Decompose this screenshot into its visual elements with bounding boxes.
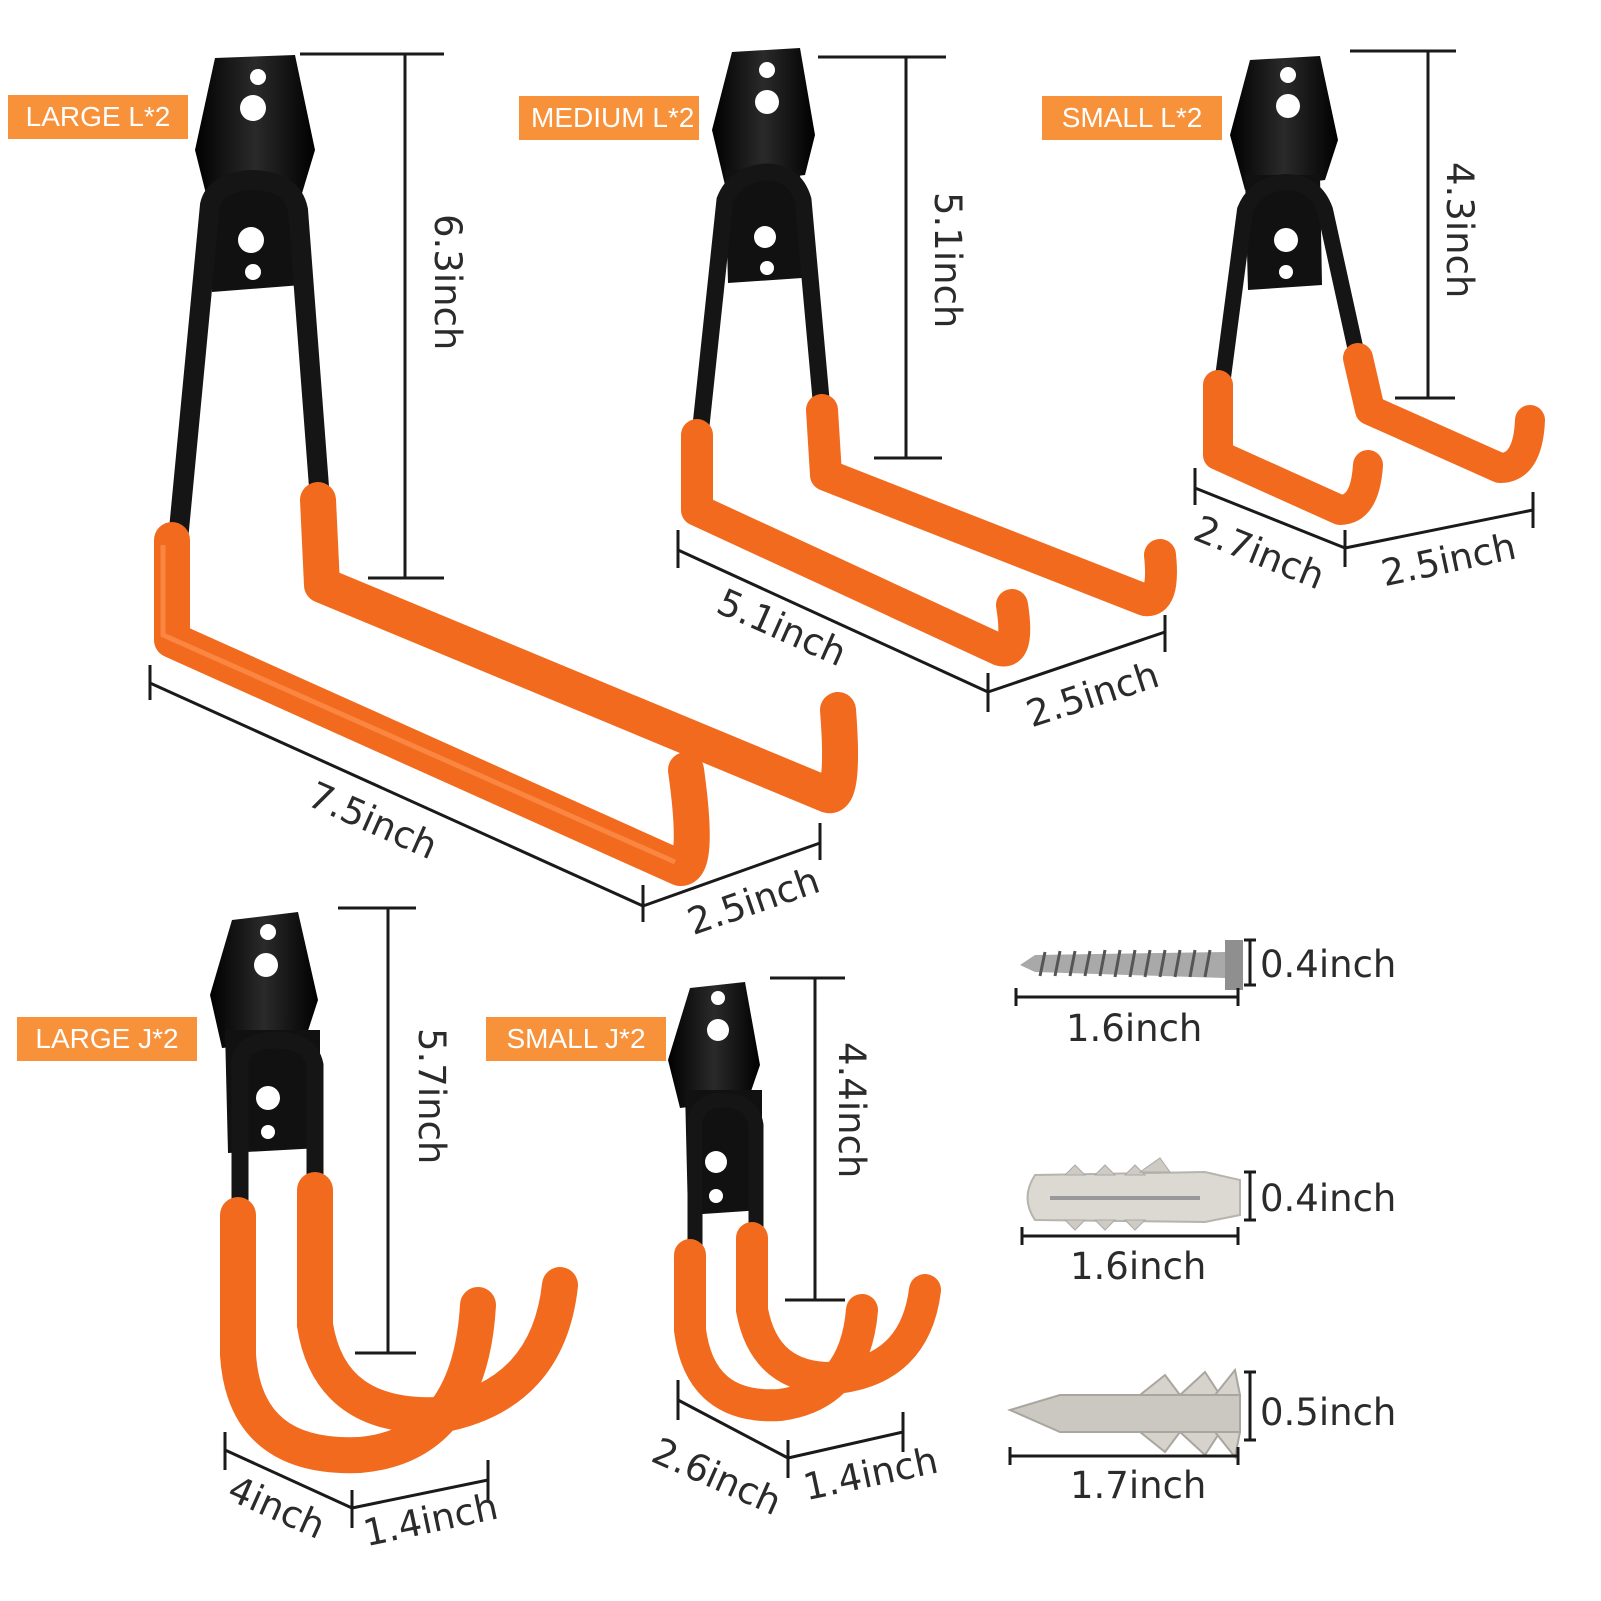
small-j-height: 4.4inch (830, 1042, 873, 1179)
screw-length: 1.6inch (1066, 1007, 1203, 1050)
large-j-height: 5.7inch (410, 1028, 453, 1165)
medium-l-hook (681, 48, 1177, 667)
drywall-anchor-diameter: 0.5inch (1260, 1391, 1397, 1434)
drywall-anchor-icon (1007, 1367, 1242, 1460)
drywall-anchor-length: 1.7inch (1070, 1464, 1207, 1507)
small-l-height: 4.3inch (1438, 162, 1481, 299)
large-l-height: 6.3inch (426, 214, 469, 351)
screw-diameter: 0.4inch (1260, 943, 1397, 986)
small-j-hook (668, 982, 941, 1422)
label-medium-l: MEDIUM L*2 (519, 96, 699, 140)
label-small-l: SMALL L*2 (1042, 96, 1222, 140)
label-small-j: SMALL J*2 (486, 1017, 666, 1061)
label-large-l: LARGE L*2 (8, 95, 188, 139)
large-j-hook (210, 912, 578, 1474)
small-l-hook (1203, 56, 1545, 525)
dimension-lines (148, 49, 1535, 1528)
anchor-length: 1.6inch (1070, 1245, 1207, 1288)
label-large-j: LARGE J*2 (17, 1017, 197, 1061)
anchor-diameter: 0.4inch (1260, 1177, 1397, 1220)
large-l-hook (154, 55, 859, 886)
wall-anchor-icon (1026, 1157, 1241, 1231)
medium-l-height: 5.1inch (926, 192, 969, 329)
screw-icon (1020, 940, 1243, 990)
